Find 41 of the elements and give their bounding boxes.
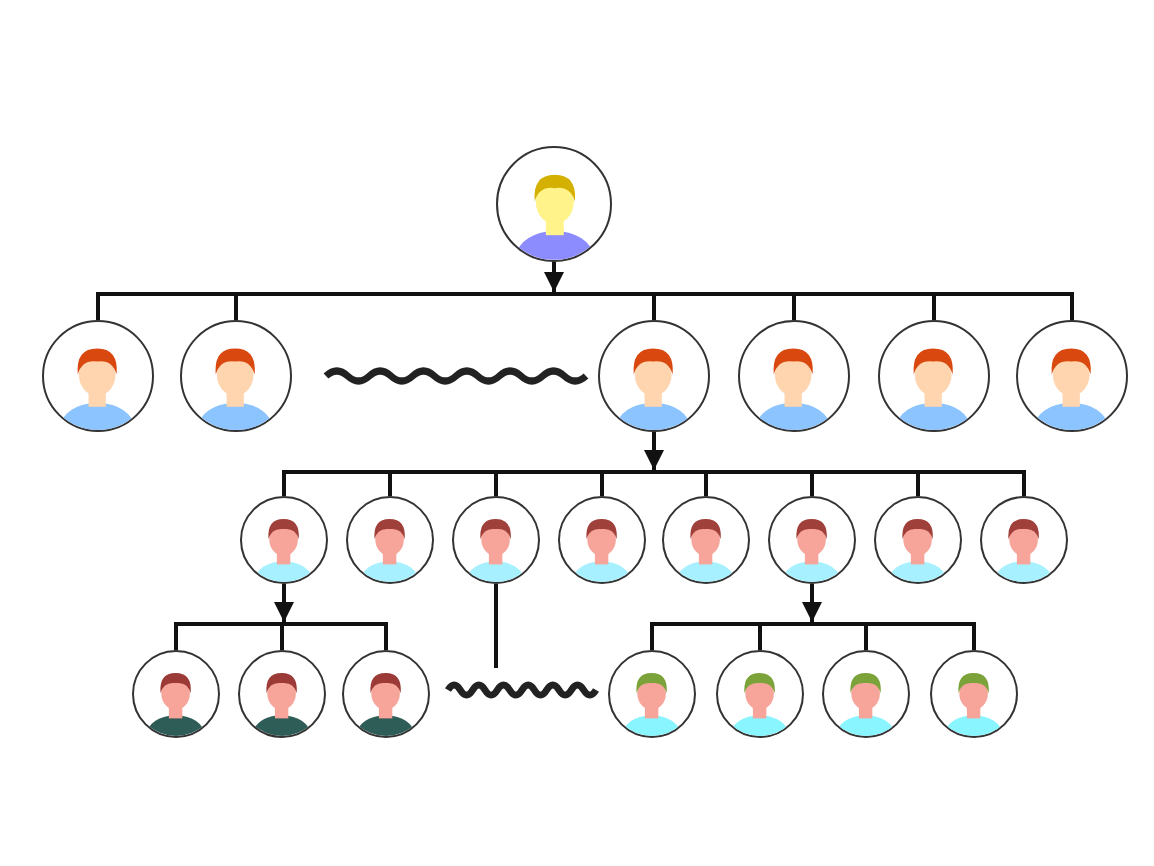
connector xyxy=(234,294,238,320)
avatar-circle xyxy=(558,496,646,584)
connector xyxy=(494,472,498,496)
connector xyxy=(96,294,100,320)
connector xyxy=(704,472,708,496)
connector xyxy=(494,584,498,668)
avatar-circle xyxy=(822,650,910,738)
connector xyxy=(864,624,868,650)
connector xyxy=(274,584,294,622)
connector xyxy=(932,294,936,320)
avatar-circle xyxy=(238,650,326,738)
connector xyxy=(1022,472,1026,496)
connector xyxy=(652,294,656,320)
connector xyxy=(388,472,392,496)
avatar-circle xyxy=(930,650,1018,738)
connector xyxy=(916,472,920,496)
connector xyxy=(802,584,822,622)
avatar-circle xyxy=(608,650,696,738)
connector xyxy=(650,624,654,650)
avatar-circle xyxy=(980,496,1068,584)
avatar-circle xyxy=(768,496,856,584)
avatar-circle xyxy=(716,650,804,738)
connector xyxy=(174,624,178,650)
avatar-circle xyxy=(240,496,328,584)
connector xyxy=(282,472,286,496)
connector xyxy=(972,624,976,650)
avatar-circle xyxy=(132,650,220,738)
connector xyxy=(792,294,796,320)
avatar-circle xyxy=(662,496,750,584)
avatar-circle xyxy=(874,496,962,584)
connector xyxy=(810,472,814,496)
connector xyxy=(544,262,564,292)
connector xyxy=(644,432,664,470)
connector xyxy=(280,624,284,650)
connector xyxy=(600,472,604,496)
avatar-circle xyxy=(452,496,540,584)
connector xyxy=(384,624,388,650)
connector xyxy=(1070,294,1074,320)
connector xyxy=(758,624,762,650)
avatar-circle xyxy=(346,496,434,584)
avatar-circle xyxy=(342,650,430,738)
